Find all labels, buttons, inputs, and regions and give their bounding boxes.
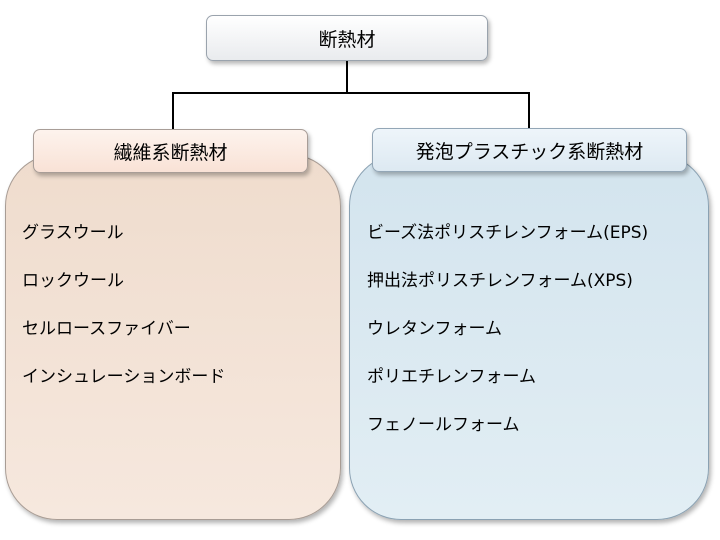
foam-plastic-insulation-panel: ビーズ法ポリスチレンフォーム(EPS) 押出法ポリスチレンフォーム(XPS) ウ… (349, 154, 709, 520)
list-item: ウレタンフォーム (367, 319, 502, 339)
list-item: グラスウール (22, 223, 124, 243)
connector-horizontal (172, 92, 530, 94)
fiber-insulation-header: 繊維系断熱材 (33, 129, 308, 173)
root-label: 断熱材 (318, 28, 376, 51)
list-item: ポリエチレンフォーム (367, 367, 536, 387)
fiber-insulation-title: 繊維系断熱材 (113, 141, 228, 164)
list-item: ビーズ法ポリスチレンフォーム(EPS) (367, 223, 649, 243)
list-item: ロックウール (22, 271, 124, 291)
list-item: フェノールフォーム (367, 415, 520, 435)
connector-root-down (346, 61, 348, 93)
list-item: セルロースファイバー (22, 319, 191, 339)
list-item: インシュレーションボード (22, 367, 226, 387)
foam-plastic-insulation-title: 発泡プラスチック系断熱材 (415, 140, 644, 163)
connector-right-down (528, 92, 530, 129)
foam-plastic-insulation-list: ビーズ法ポリスチレンフォーム(EPS) 押出法ポリスチレンフォーム(XPS) ウ… (367, 218, 648, 458)
foam-plastic-insulation-header: 発泡プラスチック系断熱材 (372, 128, 687, 172)
fiber-insulation-panel: グラスウール ロックウール セルロースファイバー インシュレーションボード (5, 154, 341, 520)
fiber-insulation-list: グラスウール ロックウール セルロースファイバー インシュレーションボード (22, 218, 225, 410)
connector-left-down (172, 92, 174, 130)
root-node: 断熱材 (206, 15, 488, 61)
list-item: 押出法ポリスチレンフォーム(XPS) (367, 271, 633, 291)
